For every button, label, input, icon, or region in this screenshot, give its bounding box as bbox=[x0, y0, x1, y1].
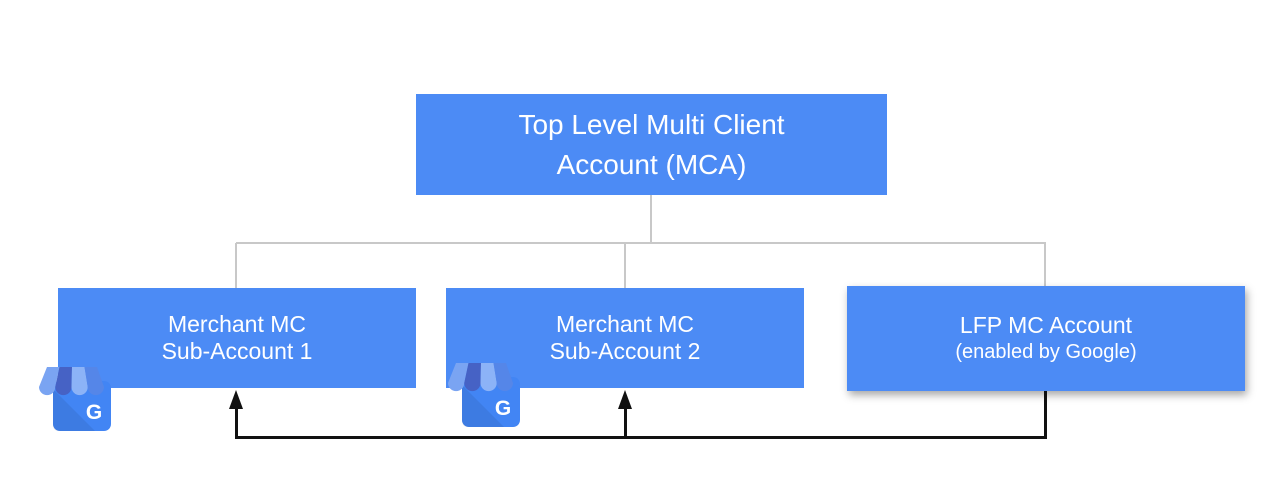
connector-drop-sub2 bbox=[624, 243, 626, 288]
connector-horizontal-rail bbox=[236, 242, 1046, 244]
mca-label-line1: Top Level Multi Client bbox=[518, 108, 785, 140]
google-my-business-icon: G bbox=[448, 363, 520, 427]
connector-drop-lfp bbox=[1044, 243, 1046, 286]
lfp-label-line1: LFP MC Account bbox=[959, 312, 1133, 338]
sub1-label-line1: Merchant MC bbox=[167, 311, 307, 337]
gmb-awning-stripe-4 bbox=[493, 363, 513, 392]
arrowhead-to-sub2-icon bbox=[618, 390, 632, 409]
gmb-awning-stripe-1 bbox=[448, 363, 469, 392]
mca-node: Top Level Multi Client Account (MCA) bbox=[416, 94, 887, 195]
gmb-body-fold bbox=[53, 389, 95, 431]
sub2-label-line1: Merchant MC bbox=[555, 311, 695, 337]
gmb-awning-stripe-2 bbox=[464, 363, 481, 392]
lfp-label-line2: (enabled by Google) bbox=[955, 341, 1137, 363]
gmb-awning-stripe-1 bbox=[39, 367, 60, 396]
gmb-letter: G bbox=[86, 401, 102, 424]
arrow-segment-from-lfp bbox=[1044, 391, 1047, 437]
arrow-segment-to-sub1 bbox=[235, 405, 238, 437]
gmb-awning-stripe-4 bbox=[84, 367, 104, 396]
sub-account-1-node: Merchant MC Sub-Account 1 bbox=[58, 288, 416, 388]
arrow-segment-to-sub2 bbox=[624, 405, 627, 437]
gmb-body-fold bbox=[462, 385, 504, 427]
sub2-label-line2: Sub-Account 2 bbox=[549, 338, 701, 364]
gmb-awning-stripe-3 bbox=[480, 363, 497, 392]
google-my-business-icon: G bbox=[39, 367, 111, 431]
sub1-label-line2: Sub-Account 1 bbox=[161, 338, 313, 364]
gmb-awning-stripe-2 bbox=[55, 367, 72, 396]
arrow-horizontal-rail bbox=[235, 436, 1047, 439]
lfp-account-node: LFP MC Account (enabled by Google) bbox=[847, 286, 1245, 391]
connector-trunk bbox=[650, 195, 652, 243]
connector-drop-sub1 bbox=[235, 243, 237, 288]
arrowhead-to-sub1-icon bbox=[229, 390, 243, 409]
mca-label-line2: Account (MCA) bbox=[556, 148, 747, 180]
gmb-awning-stripe-3 bbox=[71, 367, 88, 396]
gmb-letter: G bbox=[495, 397, 511, 420]
